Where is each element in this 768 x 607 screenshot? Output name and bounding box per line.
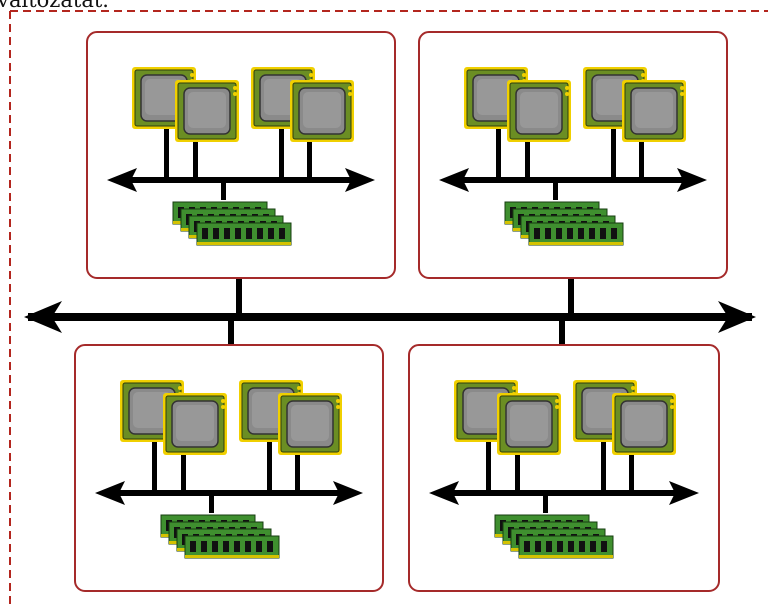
cpu-chip-icon — [612, 393, 676, 455]
cpu-chip-icon — [163, 393, 227, 455]
memory-module-icon — [504, 201, 624, 246]
memory-module-icon — [160, 514, 280, 559]
memory-module-icon — [494, 514, 614, 559]
node-top-right — [418, 31, 728, 279]
caption-text: t változatát. — [0, 0, 109, 12]
cpu-chip-icon — [278, 393, 342, 455]
cpu-chip-icon — [622, 80, 686, 142]
cpu-chip-icon — [290, 80, 354, 142]
cpu-chip-icon — [497, 393, 561, 455]
cpu-chip-icon — [507, 80, 571, 142]
memory-module-icon — [172, 201, 292, 246]
cpu-chip-icon — [175, 80, 239, 142]
node-bottom-right — [408, 344, 720, 592]
dashed-frame — [9, 10, 768, 607]
node-bottom-left — [74, 344, 384, 592]
node-top-left — [86, 31, 396, 279]
system-bus — [24, 301, 756, 333]
bus-connectors — [228, 279, 574, 345]
